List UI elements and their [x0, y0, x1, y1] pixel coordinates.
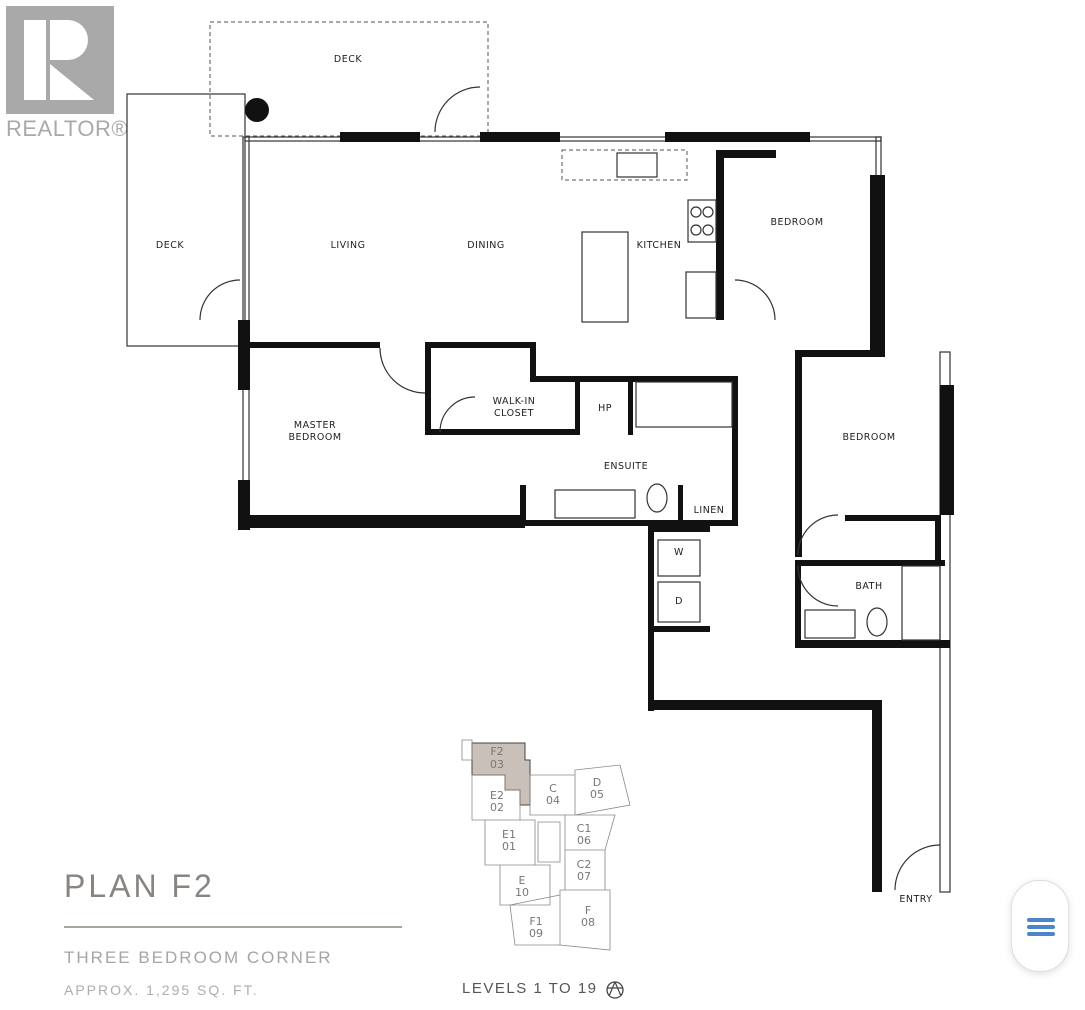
key-unit-f2: F2: [490, 745, 503, 758]
key-unit-e: E: [519, 874, 526, 887]
realtor-r-icon: [6, 6, 114, 114]
key-unit-f2-num: 03: [490, 758, 504, 771]
key-unit-e1: E1: [502, 828, 516, 841]
room-label-master-2: BEDROOM: [288, 432, 341, 443]
room-label-ensuite: ENSUITE: [604, 461, 648, 472]
key-unit-e1-num: 01: [502, 840, 516, 853]
key-unit-c2-num: 07: [577, 870, 591, 883]
key-unit-c-num: 04: [546, 794, 560, 807]
room-label-kitchen: KITCHEN: [637, 240, 682, 251]
room-label-master-1: MASTER: [294, 420, 336, 431]
menu-button[interactable]: [1011, 880, 1069, 972]
column: [245, 98, 269, 122]
key-unit-f-num: 08: [581, 916, 595, 929]
key-unit-f: F: [585, 904, 591, 917]
room-label-linen: LINEN: [694, 505, 725, 516]
deck-left: [126, 93, 246, 347]
key-unit-d: D: [593, 776, 601, 789]
room-label-walkin-2: CLOSET: [494, 408, 534, 419]
key-unit-e2: E2: [490, 789, 504, 802]
room-label-dryer: D: [675, 596, 683, 607]
key-unit-e2-num: 02: [490, 801, 504, 814]
key-plan-levels: LEVELS 1 TO 19: [462, 980, 598, 997]
plan-subtitle: THREE BEDROOM CORNER: [64, 948, 333, 967]
plan-title: PLAN F2: [64, 868, 215, 904]
hamburger-menu-icon: [1027, 918, 1055, 922]
key-unit-c2: C2: [577, 858, 592, 871]
plan-area: APPROX. 1,295 SQ. FT.: [64, 982, 259, 998]
room-label-deck-left: DECK: [156, 240, 184, 251]
kitchen-island: [581, 231, 629, 323]
key-unit-c1-num: 06: [577, 834, 591, 847]
room-label-dining: DINING: [467, 240, 505, 251]
room-label-deck-top: DECK: [334, 54, 362, 65]
key-unit-c1: C1: [577, 822, 592, 835]
north-arrow-icon: [606, 981, 624, 999]
bathtub: [901, 565, 941, 641]
key-unit-d-num: 05: [590, 788, 604, 801]
room-label-living: LIVING: [331, 240, 366, 251]
room-label-hp: HP: [598, 403, 612, 414]
key-unit-e-num: 10: [515, 886, 529, 899]
realtor-logo-text: REALTOR®: [6, 116, 129, 141]
room-label-washer: W: [674, 547, 684, 558]
hamburger-line: [1027, 932, 1055, 936]
room-label-bedroom-1: BEDROOM: [770, 217, 823, 228]
room-label-entry: ENTRY: [899, 894, 932, 905]
realtor-logo: REALTOR®: [6, 6, 129, 142]
walls: [238, 132, 954, 892]
key-unit-f1-num: 09: [529, 927, 543, 940]
room-label-bath: BATH: [855, 581, 882, 592]
shower: [635, 381, 733, 428]
room-label-walkin-1: WALK-IN: [493, 396, 536, 407]
fixtures: [199, 86, 941, 891]
key-unit-c: C: [549, 782, 557, 795]
key-unit-f1: F1: [529, 915, 542, 928]
title-divider: [64, 926, 402, 928]
hamburger-line: [1027, 925, 1055, 929]
room-label-bedroom-2: BEDROOM: [842, 432, 895, 443]
key-plan: F2 03 E2 02 C 04 D 05 E1 01 C1 06 C2 07 …: [461, 739, 631, 999]
